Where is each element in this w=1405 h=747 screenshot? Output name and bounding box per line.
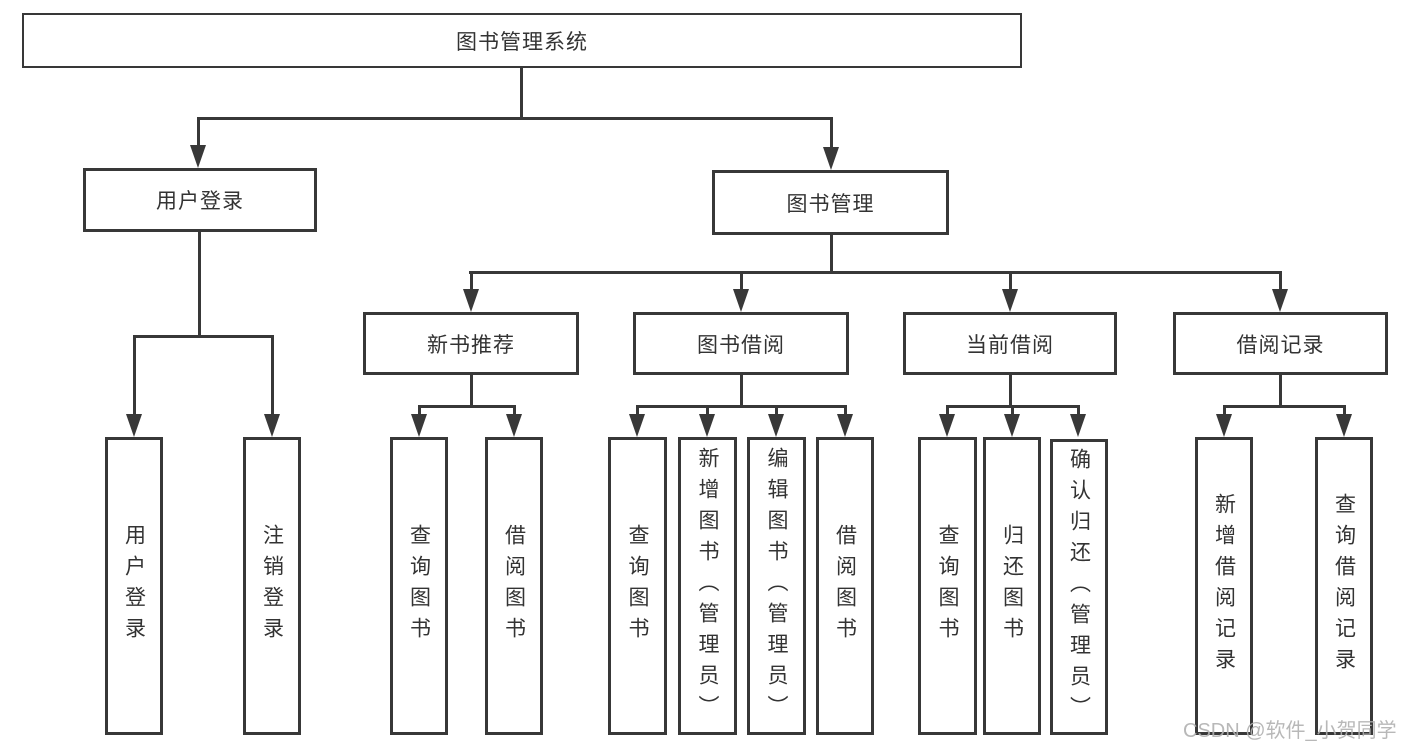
edge-drop-leaf: [271, 335, 274, 416]
edge-book-management-bar: [469, 271, 1282, 274]
csdn-watermark: CSDN @软件_小贺同学: [1183, 720, 1397, 742]
leaf-label: 查询图书: [407, 524, 431, 648]
arrow-down-icon: [1336, 414, 1352, 437]
arrow-down-icon: [264, 414, 280, 437]
node-new-book-recommend: 新书推荐: [363, 312, 579, 375]
edge-new-book-bar: [418, 405, 516, 408]
leaf-borrow-books: 借阅图书: [816, 437, 874, 735]
node-user-login: 用户登录: [83, 168, 317, 232]
arrow-down-icon: [939, 414, 955, 437]
leaf-label: 借阅图书: [502, 524, 526, 648]
edge-drop-leaf: [133, 335, 136, 416]
edge-user-login-trunk: [198, 232, 201, 337]
node-book-borrow: 图书借阅: [633, 312, 849, 375]
edge-drop-user-login: [197, 117, 200, 148]
edge-drop-node: [1279, 271, 1282, 292]
leaf-label: 编辑图书（管理员）: [765, 446, 789, 726]
edge-book-borrow-trunk: [740, 375, 743, 408]
edge-drop-node: [1009, 271, 1012, 292]
leaf-edit-book-admin: 编辑图书（管理员）: [747, 437, 806, 735]
leaf-label: 查询借阅记录: [1332, 493, 1356, 679]
node-library-management-system: 图书管理系统: [22, 13, 1022, 68]
leaf-query-books-borrow: 查询图书: [608, 437, 667, 735]
leaf-add-borrow-record: 新增借阅记录: [1195, 437, 1253, 735]
edge-drop-leaf: [1077, 405, 1080, 418]
arrow-down-icon: [837, 414, 853, 437]
leaf-query-books-recommend: 查询图书: [390, 437, 448, 735]
arrow-down-icon: [1002, 289, 1018, 312]
leaf-label: 新增图书（管理员）: [696, 446, 720, 726]
edge-drop-leaf: [513, 405, 516, 418]
arrow-down-icon: [1216, 414, 1232, 437]
leaf-label: 归还图书: [1000, 524, 1024, 648]
leaf-label: 查询图书: [626, 524, 650, 648]
edge-drop-leaf: [636, 405, 639, 418]
edge-drop-leaf: [946, 405, 949, 418]
edge-current-borrow-trunk: [1009, 375, 1012, 408]
arrow-down-icon: [126, 414, 142, 437]
edge-user-login-bar: [133, 335, 274, 338]
leaf-borrow-books-recommend: 借阅图书: [485, 437, 543, 735]
leaf-add-book-admin: 新增图书（管理员）: [678, 437, 737, 735]
leaf-logout: 注销登录: [243, 437, 301, 735]
edge-drop-leaf: [706, 405, 709, 418]
edge-drop-leaf: [1343, 405, 1346, 418]
leaf-confirm-return-admin: 确认归还（管理员）: [1050, 439, 1108, 735]
edge-borrow-records-trunk: [1279, 375, 1282, 408]
arrow-down-icon: [1070, 414, 1086, 437]
node-borrow-records: 借阅记录: [1173, 312, 1388, 375]
arrow-down-icon: [1004, 414, 1020, 437]
edge-root-bar: [197, 117, 833, 120]
edge-book-management-trunk: [830, 235, 833, 273]
edge-borrow-records-bar: [1223, 405, 1346, 408]
edge-drop-node: [470, 271, 473, 292]
edge-drop-node: [740, 271, 743, 292]
leaf-label: 注销登录: [260, 524, 284, 648]
arrow-down-icon: [411, 414, 427, 437]
arrow-down-icon: [823, 147, 839, 170]
edge-drop-leaf: [1011, 405, 1014, 418]
edge-book-borrow-bar: [636, 405, 847, 408]
leaf-label: 查询图书: [936, 524, 960, 648]
leaf-query-borrow-record: 查询借阅记录: [1315, 437, 1373, 735]
leaf-query-books-current: 查询图书: [918, 437, 977, 735]
arrow-down-icon: [768, 414, 784, 437]
node-book-management: 图书管理: [712, 170, 949, 235]
edge-drop-book-management: [830, 117, 833, 149]
arrow-down-icon: [733, 289, 749, 312]
edge-new-book-trunk: [470, 375, 473, 408]
edge-drop-leaf: [1223, 405, 1226, 418]
edge-root-trunk: [520, 68, 523, 119]
arrow-down-icon: [699, 414, 715, 437]
node-current-borrow: 当前借阅: [903, 312, 1117, 375]
arrow-down-icon: [629, 414, 645, 437]
leaf-label: 确认归还（管理员）: [1067, 447, 1091, 727]
arrow-down-icon: [1272, 289, 1288, 312]
leaf-user-login: 用户登录: [105, 437, 163, 735]
arrow-down-icon: [463, 289, 479, 312]
arrow-down-icon: [506, 414, 522, 437]
edge-drop-leaf: [844, 405, 847, 418]
arrow-down-icon: [190, 145, 206, 168]
leaf-label: 用户登录: [122, 524, 146, 648]
edge-drop-leaf: [775, 405, 778, 418]
leaf-label: 借阅图书: [833, 524, 857, 648]
leaf-return-book: 归还图书: [983, 437, 1041, 735]
leaf-label: 新增借阅记录: [1212, 493, 1236, 679]
edge-drop-leaf: [418, 405, 421, 418]
